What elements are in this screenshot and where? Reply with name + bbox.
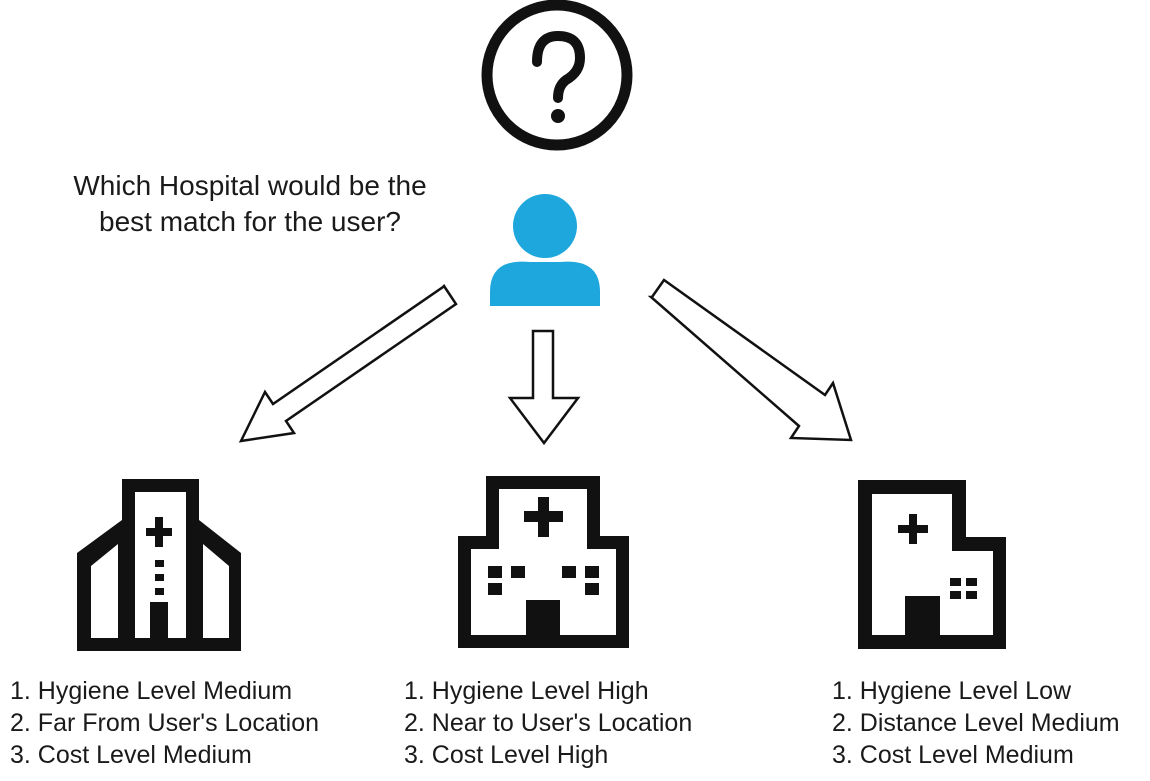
- hospital-1-attribute-distance: 2. Far From User's Location: [10, 709, 320, 737]
- hospital-1-attributes: 1. Hygiene Level Medium 2. Far From User…: [10, 675, 319, 771]
- question-text: Which Hospital would be the best match f…: [40, 168, 460, 240]
- arrow-left: [238, 284, 458, 443]
- hospital-3-attributes: 1. Hygiene Level Low 2. Distance Level M…: [832, 675, 1120, 771]
- arrow-down: [507, 329, 581, 446]
- hospital-2-attribute-hygiene: 1. Hygiene Level High: [404, 677, 649, 705]
- hospital-3-attribute-cost: 3. Cost Level Medium: [832, 741, 1074, 769]
- question-mark-circle-icon: [481, 0, 633, 151]
- hospital-2-attribute-distance: 2. Near to User's Location: [404, 709, 693, 737]
- arrow-right: [647, 278, 853, 442]
- hospital-2-attribute-cost: 3. Cost Level High: [404, 741, 609, 769]
- hospital-wide-building-icon: [458, 476, 629, 648]
- hospital-1-attribute-cost: 3. Cost Level Medium: [10, 741, 252, 769]
- hospital-3-attribute-distance: 2. Distance Level Medium: [832, 709, 1120, 737]
- hospital-small-building-icon: [858, 480, 1006, 649]
- question-line-1: Which Hospital would be the: [73, 170, 427, 201]
- question-line-2: best match for the user?: [99, 206, 401, 237]
- user-icon: [490, 194, 600, 306]
- hospital-1-attribute-hygiene: 1. Hygiene Level Medium: [10, 677, 293, 705]
- hospital-tall-building-icon: [77, 479, 241, 651]
- hospital-3-attribute-hygiene: 1. Hygiene Level Low: [832, 677, 1072, 705]
- hospital-2-attributes: 1. Hygiene Level High 2. Near to User's …: [404, 675, 692, 771]
